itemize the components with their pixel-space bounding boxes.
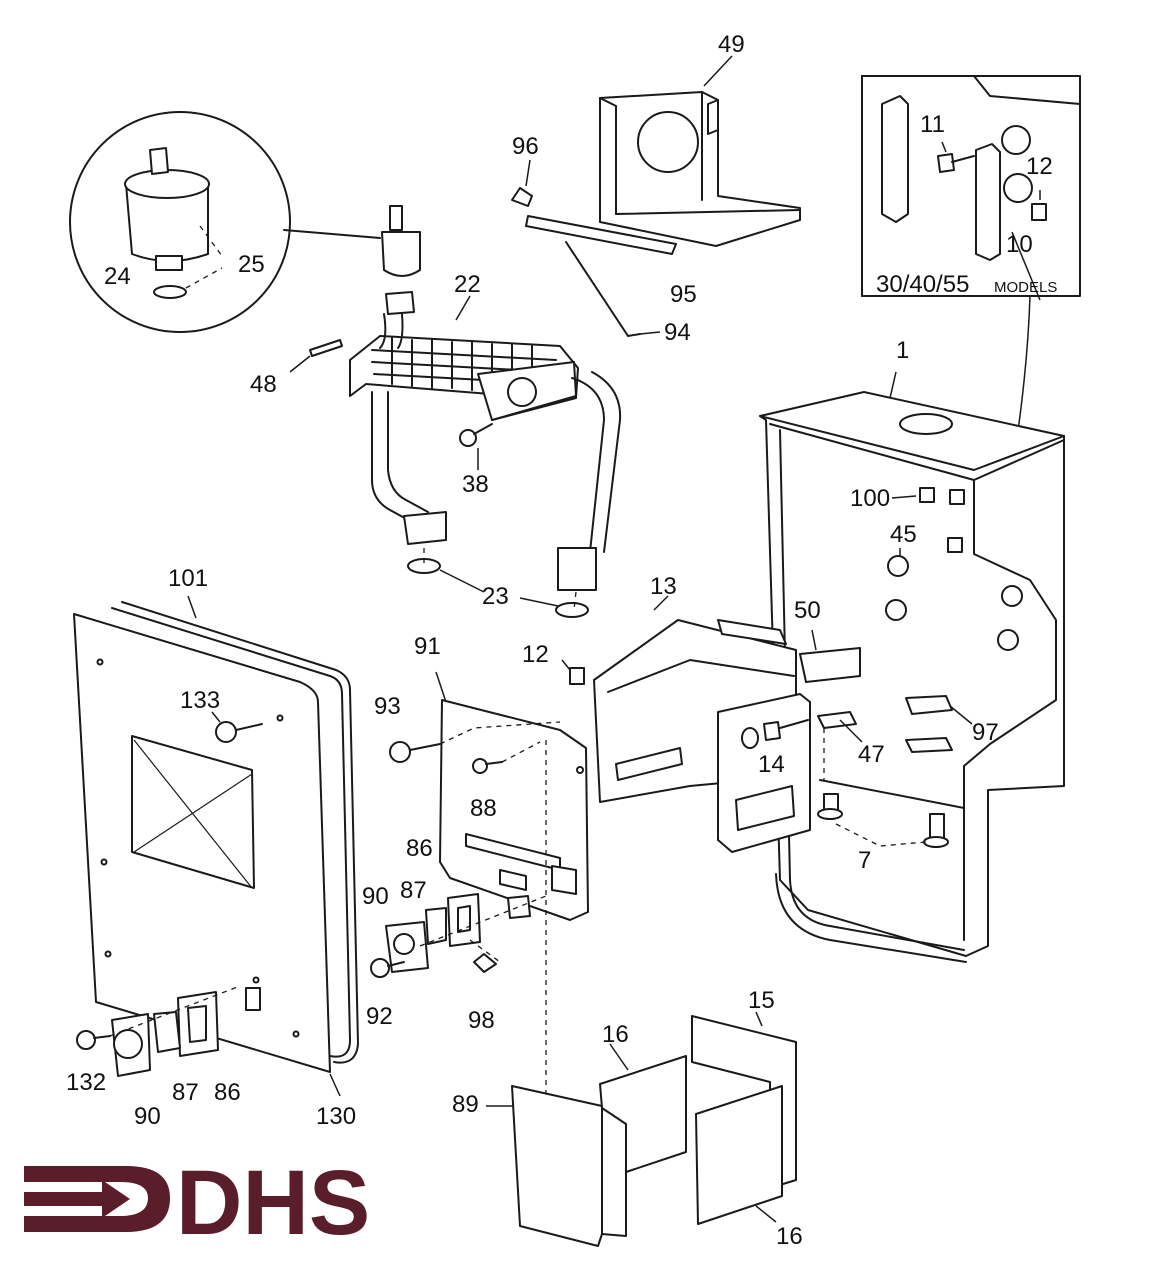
dhs-logo-text: DHS [176,1152,370,1254]
callout-50: 50 [794,597,821,624]
models-word: MODELS [994,279,1057,296]
callout-90-left: 90 [134,1103,161,1130]
callout-labels: 49 96 95 94 22 48 38 23 24 25 11 12 10 3… [66,31,1057,1250]
part-98-wing-nut [473,953,497,973]
part-50-rail [799,647,861,683]
part-92-screw [370,958,405,978]
callout-47: 47 [858,741,885,768]
callout-49: 49 [718,31,745,58]
callout-16-bottom: 16 [776,1223,803,1250]
callout-86-center: 86 [406,835,433,862]
models-inset-box [861,75,1081,297]
callout-101: 101 [168,565,208,592]
callout-90-center: 90 [362,883,389,910]
part-101-front-door [73,613,331,1073]
part-94-rod [565,241,641,337]
part-24-air-vent [381,205,421,277]
callout-132: 132 [66,1069,106,1096]
callout-96: 96 [512,133,539,160]
callout-24: 24 [104,263,131,290]
part-49-flue-hood [599,91,801,247]
part-16-insulation-a [599,1055,687,1173]
callout-7: 7 [858,847,871,874]
callout-23: 23 [482,583,509,610]
callout-95: 95 [670,281,697,308]
part-48-pin [309,339,343,357]
part-47-bracket [817,711,857,729]
callout-130: 130 [316,1103,356,1130]
callout-16-top: 16 [602,1021,629,1048]
callout-25: 25 [238,251,265,278]
part-23-washers [407,558,589,618]
parts-86-87-90-sight-glass [385,893,531,973]
parts-86-87-90-door-glass [111,991,219,1077]
callout-97: 97 [972,719,999,746]
part-88-screw [472,758,503,774]
callout-45: 45 [890,521,917,548]
part-97-clip [905,695,953,753]
callout-15: 15 [748,987,775,1014]
callout-38: 38 [462,471,489,498]
callout-10: 10 [1006,231,1033,258]
callout-12: 12 [522,641,549,668]
callout-92: 92 [366,1003,393,1030]
callout-1: 1 [896,337,909,364]
callout-88: 88 [470,795,497,822]
part-130-door-seal [111,601,359,1064]
part-14-burner-bracket [717,693,811,853]
callout-89: 89 [452,1091,479,1118]
callout-13: 13 [650,573,677,600]
callout-11: 11 [920,111,945,138]
callout-12-inset: 12 [1026,153,1053,180]
part-7-screws [817,793,949,848]
callout-100: 100 [850,485,890,512]
callout-98: 98 [468,1007,495,1034]
callout-133: 133 [180,687,220,714]
callout-93: 93 [374,693,401,720]
callout-87-center: 87 [400,877,427,904]
callout-22: 22 [454,271,481,298]
part-38-screw [459,423,493,447]
part-96-wing-nut [511,187,533,207]
models-number: 30/40/55 [876,271,969,298]
part-132-screw [76,1030,111,1050]
callout-91: 91 [414,633,441,660]
part-24-air-vent-detail [69,111,291,333]
callout-48: 48 [250,371,277,398]
callout-86-left: 86 [214,1079,241,1106]
part-22-heat-exchanger [349,291,622,591]
part-95-strap [525,215,677,255]
part-133-screw [215,721,263,743]
part-93-screw [389,741,441,763]
part-91-inner-panel [439,699,589,921]
callout-87-left: 87 [172,1079,199,1106]
part-16-insulation-b [695,1085,783,1225]
callout-94: 94 [664,319,691,346]
part-12-nut [569,667,585,685]
dhs-logo: DHS [24,1152,370,1254]
callout-14: 14 [758,751,785,778]
